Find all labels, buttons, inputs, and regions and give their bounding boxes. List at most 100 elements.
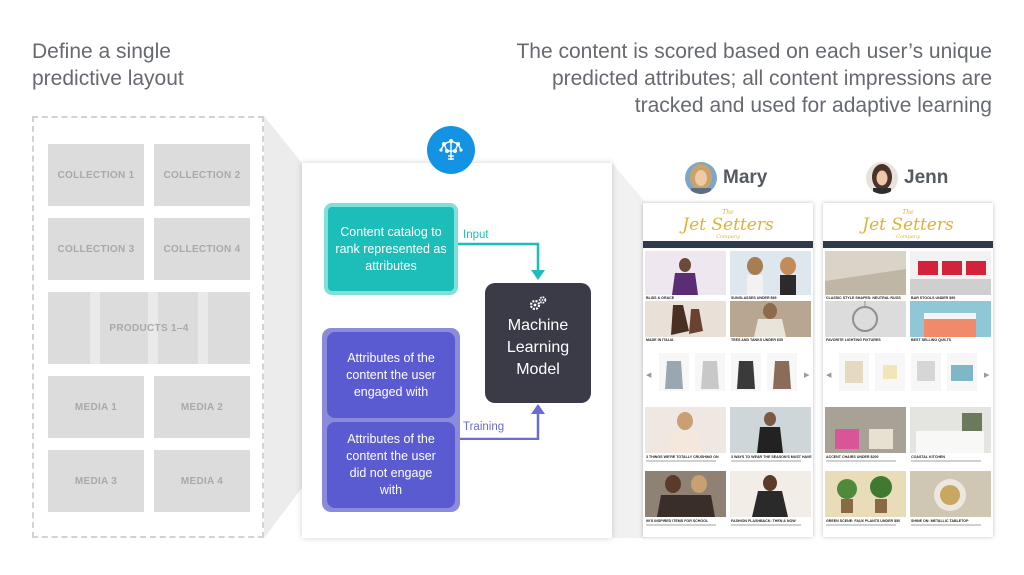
training-attributes-group: Attributes of the content the user engag… — [322, 328, 460, 512]
left-heading-line1: Define a single — [32, 40, 171, 63]
right-heading-line1: The content is scored based on each user… — [516, 40, 992, 63]
model-label-line2: Learning — [506, 339, 570, 356]
collection-image-1 — [645, 251, 726, 295]
media-image-2 — [910, 407, 991, 453]
collection-caption-3: FAVORITE LIGHTING FIXTURES — [826, 338, 881, 342]
collection-image-3 — [825, 301, 906, 337]
media-4-block: MEDIA 4 — [154, 450, 250, 512]
media-3-block: MEDIA 3 — [48, 450, 144, 512]
collection-3-block: COLLECTION 3 — [48, 218, 144, 280]
products-prev-icon[interactable]: ◀ — [646, 372, 652, 379]
collection-image-1 — [825, 251, 906, 295]
funnel-connector — [264, 116, 302, 538]
logo-bottom: Company — [896, 234, 920, 240]
media-caption-1: 3 THINGS WE'RE TOTALLY CRUSHING ON — [646, 455, 719, 459]
logo-bottom: Company — [716, 234, 740, 240]
collection-image-2 — [730, 251, 811, 295]
training-label: Training — [463, 421, 505, 433]
mary-name: Mary — [723, 167, 768, 188]
caption-text-line — [826, 524, 896, 526]
flow-arrows — [458, 242, 545, 440]
collection-image-2 — [910, 251, 991, 295]
model-label-line1: Machine — [507, 317, 569, 334]
caption-text-line — [731, 524, 801, 526]
output-connector — [612, 163, 646, 538]
collection-caption-2: BAR STOOLS UNDER $99 — [911, 296, 956, 300]
products-next-icon[interactable]: ▶ — [804, 372, 810, 379]
media-image-4 — [910, 471, 991, 517]
input-arrow — [458, 242, 540, 272]
collection-caption-1: BLISS & GRACE — [646, 296, 675, 300]
content-catalog-input-box: Content catalog to rank represented as a… — [324, 203, 458, 295]
media-image-3 — [645, 471, 726, 517]
not-engaged-attributes-text: Attributes of the content the user did n… — [346, 432, 436, 497]
media-image-1 — [825, 407, 906, 453]
media-2-block: MEDIA 2 — [154, 376, 250, 438]
right-heading-line2: predicted attributes; all content impres… — [551, 67, 992, 90]
engaged-attributes-box: Attributes of the content the user engag… — [327, 332, 455, 418]
media-caption-3: GREEN SCENE: FAUX PLANTS UNDER $50 — [826, 519, 901, 523]
model-label-line3: Model — [516, 361, 560, 378]
collection-image-4 — [910, 301, 991, 337]
media-image-1 — [645, 407, 726, 453]
caption-text-line — [911, 460, 981, 462]
collection-caption-2: SUNGLASSES UNDER $99 — [731, 296, 777, 300]
collection-1-block: COLLECTION 1 — [48, 144, 144, 206]
collection-caption-4: BEST SELLING QUILTS — [911, 338, 952, 342]
gears-icon — [485, 295, 591, 315]
collection-image-3 — [645, 301, 726, 337]
jenn-avatar — [866, 162, 898, 194]
media-caption-1: ACCENT CHAIRS UNDER $200 — [826, 455, 879, 459]
media-image-4 — [730, 471, 811, 517]
site-logo: The Jet Setters Company — [643, 209, 813, 240]
collection-caption-4: TEES AND TANKS UNDER $35 — [731, 338, 783, 342]
collection-caption-3: MADE IN ITALIA — [646, 338, 674, 342]
media-caption-4: FASHION FLASHBACK: THEN & NOW — [731, 519, 796, 523]
mary-personalized-page: The Jet Setters Company BLISS & GRACE SU… — [643, 203, 813, 537]
caption-text-line — [826, 460, 896, 462]
jenn-name: Jenn — [904, 167, 949, 188]
media-caption-4: SHINE ON: METALLIC TABLETOP — [911, 519, 969, 523]
user-mary: Mary — [685, 162, 767, 194]
products-block: PRODUCTS 1–4 — [48, 292, 250, 364]
products-label: PRODUCTS 1–4 — [109, 322, 189, 334]
jenn-personalized-page: The Jet Setters Company CLASSIC STYLE SH… — [823, 203, 993, 537]
input-label: Input — [463, 229, 489, 241]
user-jenn: Jenn — [866, 162, 948, 194]
products-prev-icon[interactable]: ◀ — [826, 372, 832, 379]
logo-top: The — [902, 209, 914, 216]
content-catalog-input-text: Content catalog to rank represented as a… — [335, 224, 447, 273]
collection-2-block: COLLECTION 2 — [154, 144, 250, 206]
media-image-3 — [825, 471, 906, 517]
caption-text-line — [911, 524, 981, 526]
not-engaged-attributes-box: Attributes of the content the user did n… — [327, 422, 455, 508]
caption-text-line — [731, 460, 801, 462]
training-arrow — [460, 412, 540, 440]
media-image-2 — [730, 407, 811, 453]
collection-caption-1: CLASSIC STYLE SHAPES: NEUTRAL RUGS — [826, 296, 901, 300]
product-carousel — [659, 353, 797, 391]
brain-network-icon — [427, 126, 475, 174]
engaged-attributes-text: Attributes of the content the user engag… — [346, 350, 436, 399]
logo-top: The — [722, 209, 734, 216]
machine-learning-model-box: Machine Learning Model — [485, 283, 591, 403]
training-arrowhead — [531, 404, 545, 414]
caption-text-line — [646, 460, 716, 462]
site-logo: The Jet Setters Company — [823, 209, 993, 240]
site-nav-bar — [823, 241, 993, 248]
collection-image-4 — [730, 301, 811, 337]
right-heading: The content is scored based on each user… — [472, 38, 992, 119]
layout-wireframe: COLLECTION 1 COLLECTION 2 COLLECTION 3 C… — [32, 116, 264, 538]
mary-avatar — [685, 162, 717, 194]
product-carousel — [839, 353, 977, 391]
logo-main: Jet Setters — [862, 215, 954, 235]
left-heading: Define a single predictive layout — [32, 38, 292, 92]
products-divider — [90, 292, 100, 364]
products-divider — [198, 292, 208, 364]
media-caption-2: COASTAL KITCHEN — [911, 455, 946, 459]
products-next-icon[interactable]: ▶ — [984, 372, 990, 379]
media-1-block: MEDIA 1 — [48, 376, 144, 438]
brain-network-icon-graphic — [439, 139, 463, 160]
caption-text-line — [646, 524, 716, 526]
logo-main: Jet Setters — [682, 215, 774, 235]
